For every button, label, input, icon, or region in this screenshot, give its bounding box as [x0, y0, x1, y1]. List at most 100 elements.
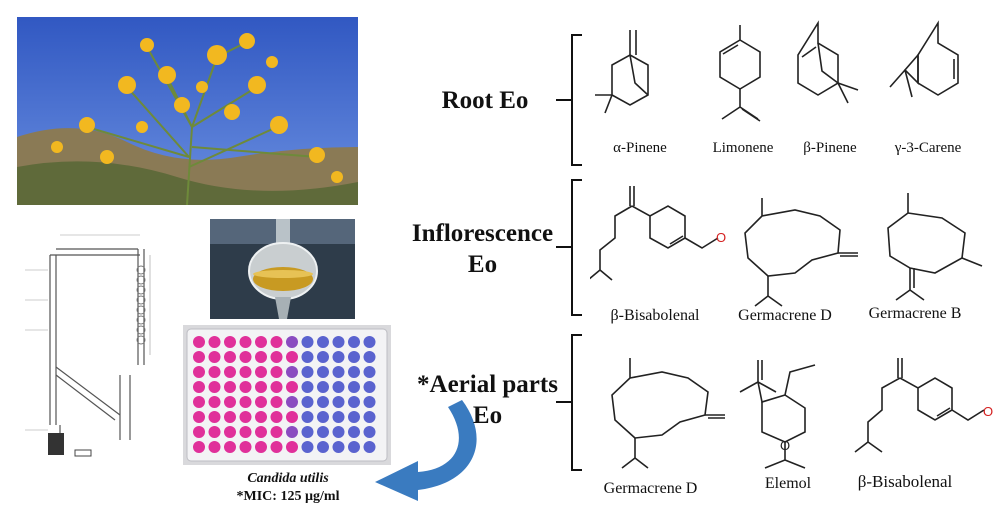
elemol-structure [739, 360, 816, 469]
plate-well [286, 366, 298, 378]
plate-well [224, 351, 236, 363]
plate-well [301, 426, 314, 438]
plate-well [363, 336, 376, 348]
plate-well [255, 441, 267, 453]
plate-well [363, 351, 376, 363]
plate-well [348, 366, 360, 378]
plate-well [193, 381, 205, 393]
plate-well [255, 381, 267, 393]
plate-well [208, 396, 221, 408]
molecule-label: β-Pinene [803, 140, 857, 156]
molecule-label: Limonene [712, 140, 774, 156]
plate-well [286, 441, 298, 453]
plate-well [193, 366, 205, 378]
section-label-inflorescence-line2: Eo [467, 251, 498, 278]
plate-well [208, 336, 221, 348]
plate-well [317, 351, 329, 363]
molecule-label: β-Bisabolenal [610, 307, 700, 324]
microplate-photo [183, 325, 391, 465]
plate-well [255, 366, 267, 378]
plate-well [270, 381, 283, 393]
alpha-pinene-structure [595, 30, 649, 114]
plate-well [348, 336, 360, 348]
plate-well [363, 426, 376, 438]
plate-well [224, 396, 236, 408]
plate-well [239, 381, 252, 393]
beta-bisabolenal-structure [590, 186, 719, 281]
plate-well [208, 426, 221, 438]
plate-well [193, 351, 205, 363]
plate-well [363, 441, 376, 453]
plate-well [193, 396, 205, 408]
molecule-label: Germacrene B [868, 305, 962, 322]
essential-oil-flask-photo [210, 219, 355, 319]
plate-well [317, 366, 329, 378]
plate-well [255, 411, 267, 423]
plate-well [208, 351, 221, 363]
plate-well [363, 366, 376, 378]
molecule-label: Germacrene D [738, 307, 832, 324]
plate-well [301, 351, 314, 363]
section-braces [556, 34, 582, 471]
svg-text:O: O [983, 404, 993, 419]
beta-pinene-structure [797, 20, 859, 104]
plate-well [193, 426, 205, 438]
plate-well [270, 426, 283, 438]
section-label-inflorescence-line1: Inflorescence [411, 220, 554, 247]
plate-well [239, 441, 252, 453]
plate-well [301, 441, 314, 453]
plate-well [286, 351, 298, 363]
plate-well [255, 336, 267, 348]
plate-well [208, 381, 221, 393]
molecule-label: α-Pinene [613, 140, 667, 156]
plate-well [348, 426, 360, 438]
plate-well [224, 381, 236, 393]
plate-well [348, 411, 360, 423]
plate-well [270, 366, 283, 378]
distillation-apparatus-diagram [20, 225, 170, 465]
plate-well [301, 411, 314, 423]
plate-well [224, 366, 236, 378]
germacrene-d-structure-2 [611, 358, 725, 469]
root-structures [595, 20, 959, 122]
plate-well [301, 381, 314, 393]
plate-well [317, 426, 329, 438]
beta-bisabolenal-structure-2 [854, 358, 985, 453]
plate-well [363, 411, 376, 423]
svg-text:O: O [716, 230, 726, 245]
plate-well [239, 351, 252, 363]
aerial-structures: O O [611, 358, 993, 469]
plate-well [348, 351, 360, 363]
inflorescence-structures: O [590, 186, 983, 307]
plate-well [208, 441, 221, 453]
plate-well [224, 441, 236, 453]
plant-photo [17, 17, 358, 205]
plate-well [301, 396, 314, 408]
germacrene-b-structure [887, 193, 983, 301]
molecule-label: β-Bisabolenal [857, 472, 953, 491]
plate-well [348, 381, 360, 393]
section-label-inflorescence: Inflorescence Eo [395, 218, 570, 280]
molecule-label: Elemol [764, 475, 812, 492]
plate-well [239, 426, 252, 438]
germacrene-d-structure-1 [744, 198, 858, 307]
plate-well [332, 411, 345, 423]
brace-inflorescence [571, 179, 582, 316]
plate-well [208, 411, 221, 423]
gamma-3-carene-structure [889, 20, 959, 98]
section-label-root: Root Eo [441, 87, 529, 114]
plate-well [332, 381, 345, 393]
brace-aerial [571, 334, 582, 471]
limonene-structure [719, 25, 761, 122]
section-label-aerial: *Aerial parts Eo [400, 369, 575, 431]
section-label-aerial-line2: Eo [472, 402, 503, 429]
plate-well [270, 351, 283, 363]
mic-value: *MIC: 125 µg/ml [236, 489, 340, 504]
molecule-label: Germacrene D [603, 480, 698, 497]
plate-well [270, 396, 283, 408]
plate-well [208, 366, 221, 378]
plate-well [224, 411, 236, 423]
plate-well [332, 441, 345, 453]
plate-well [224, 336, 236, 348]
plate-well [348, 396, 360, 408]
